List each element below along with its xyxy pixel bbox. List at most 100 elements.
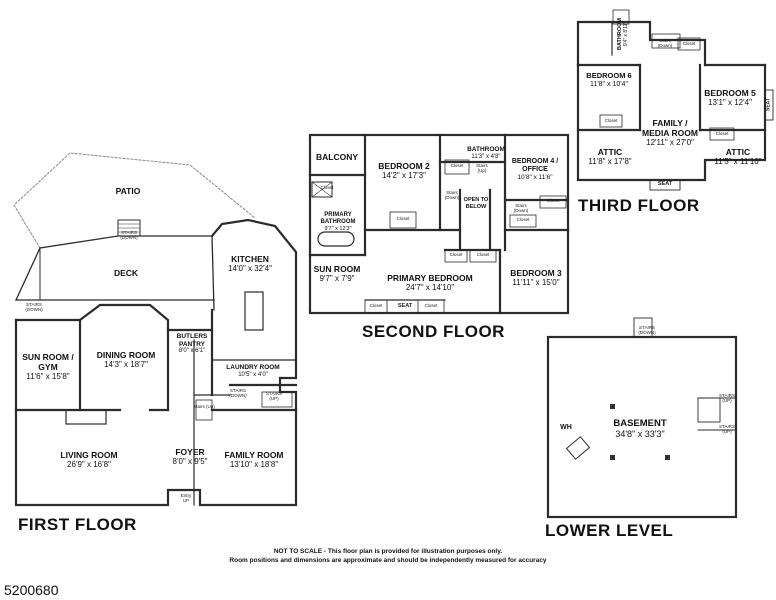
room-dim: 24'7" x 14'10" xyxy=(405,283,455,292)
foyer-stairs-label: Stairs (Up) xyxy=(193,404,215,409)
closet-label: Closet xyxy=(516,217,530,222)
lower-level-walls xyxy=(546,317,738,519)
room-laundry: LAUNDRY ROOM 10'5" x 4'0" xyxy=(226,364,279,379)
room-dim: 13'10" x 18'8" xyxy=(229,460,279,469)
kitchen-island xyxy=(244,291,264,331)
room-dim: 11'3" x 4'8" xyxy=(471,153,501,160)
room-deck: DECK xyxy=(114,268,138,278)
laundry-stairs-label: STAIRS (DOWN) xyxy=(229,388,247,398)
third-floor-title: THIRD FLOOR xyxy=(578,196,700,215)
second-floor-title: SECOND FLOOR xyxy=(362,322,505,341)
room-sun-room-gym: SUN ROOM / GYM 11'6" x 15'8" xyxy=(22,352,73,382)
room-dim: 9'4" x 8'11" xyxy=(623,21,629,47)
room-name: BEDROOM 5 xyxy=(704,88,756,98)
room-dim: 11'11" x 15'0" xyxy=(512,278,560,287)
deck-stairs-label: STAIRS (DOWN) xyxy=(120,230,138,240)
room-name: WH xyxy=(560,424,572,431)
room-foyer: FOYER 8'0" x 9'5" xyxy=(173,447,208,467)
deck-side-stairs-label: STAIRS (DOWN) xyxy=(25,302,43,312)
room-name: BEDROOM 6 xyxy=(586,71,632,80)
closet-label: Closet xyxy=(369,303,383,308)
stairs-down-label: STAIRS (DOWN) xyxy=(638,325,656,335)
room-name-2: MEDIA ROOM xyxy=(642,128,698,138)
room-dim: 14'3" x 18'7" xyxy=(104,360,148,369)
room-bedroom-2: BEDROOM 2 14'2" x 17'3" xyxy=(378,161,429,181)
room-butlers-pantry: BUTLERS PANTRY 8'0" x 6'1" xyxy=(177,333,208,356)
primary-shower xyxy=(311,181,333,198)
room-name: BATHROOM xyxy=(467,146,505,153)
room-name: SUN ROOM xyxy=(313,264,361,274)
closet-label: Closet xyxy=(682,41,696,46)
living-fireplace xyxy=(65,409,107,425)
room-name-2: BATHROOM xyxy=(320,219,356,225)
room-dim: 14'0" x 32'4" xyxy=(228,264,272,273)
room-name: OPEN TO xyxy=(463,197,489,203)
closet-label: Closet xyxy=(476,252,490,257)
seat-label: SEAT xyxy=(765,98,772,111)
room-name: PATIO xyxy=(115,186,141,196)
room-living: LIVING ROOM 26'9" x 16'8" xyxy=(60,450,117,470)
first-floor-title: FIRST FLOOR xyxy=(18,515,137,534)
room-dim: 26'9" x 16'8" xyxy=(67,460,111,469)
water-heater xyxy=(565,436,591,460)
room-dim: 11'5" x 11'10" xyxy=(714,157,762,166)
stairs-up-label: Stairs (Up) xyxy=(476,163,488,173)
room-family: FAMILY ROOM 13'10" x 18'8" xyxy=(224,450,283,470)
primary-tub xyxy=(317,231,355,247)
room-name: BUTLERS xyxy=(176,333,208,340)
room-name: LIVING ROOM xyxy=(60,450,118,460)
seat-label: SEAT xyxy=(657,181,673,187)
room-bathroom-2f: BATHROOM 11'3" x 4'8" xyxy=(467,146,505,161)
room-open-to-below: OPEN TO BELOW xyxy=(464,197,489,210)
room-name: BALCONY xyxy=(315,152,359,162)
closet-label: Closet xyxy=(396,216,410,221)
disclaimer-line-2: Room positions and dimensions are approx… xyxy=(229,557,547,564)
room-bathroom-3f: BATHROOM 9'4" x 8'11" xyxy=(617,18,629,50)
family-stairs xyxy=(261,391,293,408)
room-name-2: PANTRY xyxy=(178,340,205,348)
room-bedroom-3: BEDROOM 3 11'11" x 15'0" xyxy=(510,268,561,288)
closet-label: Closet xyxy=(604,118,618,123)
entry-text: Entry xyxy=(180,493,192,498)
room-name: PRIMARY xyxy=(324,212,352,218)
room-dim: 14'2" x 17'3" xyxy=(382,171,426,180)
closet-label: Closet xyxy=(449,252,463,257)
room-name: SUN ROOM / xyxy=(22,352,74,362)
room-name: FOYER xyxy=(175,447,205,457)
room-name: ATTIC xyxy=(725,147,751,157)
basement-stairs-right xyxy=(697,397,721,423)
closet-label: Closet xyxy=(450,163,464,168)
room-name: BEDROOM 2 xyxy=(378,161,430,171)
entry-up-text: UP xyxy=(182,498,190,503)
stairs-down-label: Stairs (Down) xyxy=(444,190,460,200)
third-floor-walls xyxy=(576,9,774,191)
room-name: FAMILY / xyxy=(652,118,688,128)
closet-label: Closet xyxy=(320,185,334,190)
stairs-up-label: STAIRS (UP) xyxy=(719,393,735,403)
room-dim: 9'7" x 12'3" xyxy=(324,226,352,232)
stairs-up-label: STAIRS (UP) xyxy=(719,424,735,434)
room-bedroom-5: BEDROOM 5 13'1" x 12'4" xyxy=(704,88,755,108)
first-floor-walls xyxy=(13,152,298,507)
stairs-down-label: Stairs (Down) xyxy=(513,203,529,213)
room-dim: 9'7" x 7'9" xyxy=(319,274,355,283)
room-basement: BASEMENT 34'8" x 33'3" xyxy=(613,418,666,440)
listing-number: 5200680 xyxy=(4,582,59,598)
patio-outline xyxy=(13,152,256,249)
room-dim: 10'5" x 4'0" xyxy=(238,371,268,378)
room-name: KITCHEN xyxy=(231,254,269,264)
room-name: DINING ROOM xyxy=(96,350,156,360)
room-name: PRIMARY BEDROOM xyxy=(387,273,473,283)
room-name-2: GYM xyxy=(38,362,58,372)
room-primary-bedroom: PRIMARY BEDROOM 24'7" x 14'10" xyxy=(387,273,472,293)
room-kitchen: KITCHEN 14'0" x 32'4" xyxy=(228,254,272,274)
room-attic-left: ATTIC 11'8" x 17'8" xyxy=(588,147,631,167)
room-wh: WH xyxy=(560,423,572,433)
room-dim: 11'8" x 10'4" xyxy=(590,81,628,88)
closet-label: Closet xyxy=(424,303,438,308)
room-bedroom-4: BEDROOM 4 / OFFICE 10'8" x 11'6" xyxy=(512,158,558,182)
room-name: BASEMENT xyxy=(613,418,667,429)
room-name: BEDROOM 4 / xyxy=(511,158,559,165)
room-dim: 13'1" x 12'4" xyxy=(708,98,752,107)
